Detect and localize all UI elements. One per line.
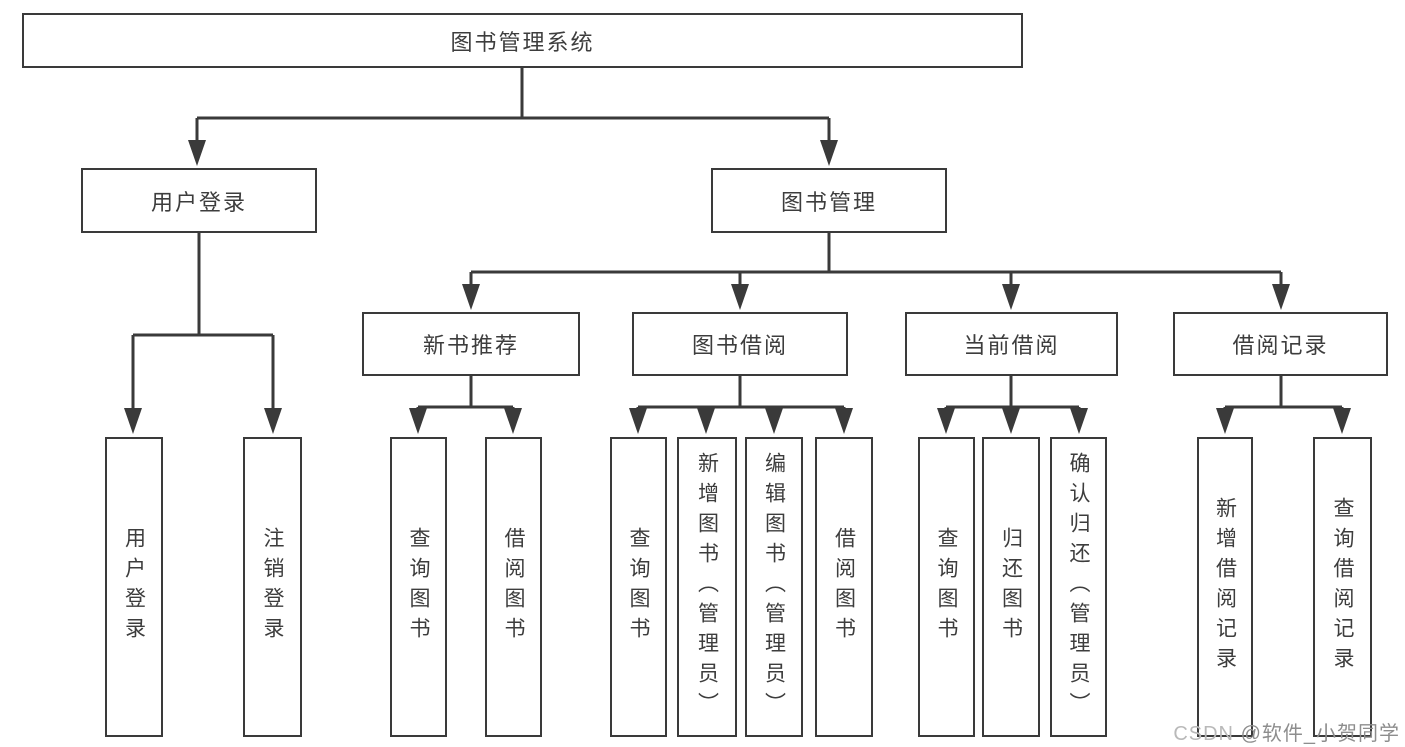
arrowhead-icon (835, 408, 853, 434)
node-label: 图书借阅 (691, 333, 788, 358)
node-label: 当前借阅 (963, 333, 1060, 358)
node-label: 图书管理 (780, 189, 877, 215)
node-label: 查询图书 (935, 527, 958, 647)
arrowhead-icon (820, 140, 838, 166)
node-label: 借阅记录 (1232, 333, 1329, 358)
arrowhead-icon (697, 408, 715, 434)
node-label: 新增图书（管理员） (695, 452, 719, 722)
watermark-author: @软件_小贺同学 (1240, 723, 1400, 745)
node-label: 归还图书 (999, 527, 1023, 647)
leaf-edit-books-admin: 编辑图书（管理员） (745, 437, 803, 737)
node-book-borrowing: 图书借阅 (632, 312, 848, 376)
node-new-book-recommendation: 新书推荐 (362, 312, 580, 376)
leaf-query-books-borrowing: 查询图书 (610, 437, 667, 737)
arrowhead-icon (629, 408, 647, 434)
leaf-user-login: 用户登录 (105, 437, 163, 737)
node-borrowing-records: 借阅记录 (1173, 312, 1388, 376)
arrowhead-icon (1070, 408, 1088, 434)
leaf-return-books: 归还图书 (982, 437, 1040, 737)
arrowhead-icon (1333, 408, 1351, 434)
arrowhead-icon (188, 140, 206, 166)
node-label: 用户登录 (122, 527, 146, 647)
node-label: 新增借阅记录 (1213, 497, 1237, 677)
node-label: 注销登录 (261, 527, 284, 647)
node-label: 借阅图书 (502, 527, 525, 647)
arrowhead-icon (1272, 284, 1290, 310)
arrowhead-icon (765, 408, 783, 434)
arrowhead-icon (504, 408, 522, 434)
arrowhead-icon (731, 284, 749, 310)
connector-lines (416, 376, 515, 410)
node-label: 新书推荐 (422, 333, 519, 358)
node-label: 查询图书 (407, 527, 430, 647)
node-current-borrowing: 当前借阅 (905, 312, 1118, 376)
leaf-query-borrow-record: 查询借阅记录 (1313, 437, 1372, 737)
connector-lines (636, 376, 846, 410)
node-library-system: 图书管理系统 (22, 13, 1023, 68)
node-label: 查询图书 (627, 527, 650, 647)
node-label: 用户登录 (150, 189, 247, 215)
arrowhead-icon (1002, 284, 1020, 310)
connector-lines (195, 68, 831, 140)
watermark: CSDN @软件_小贺同学 (1173, 717, 1400, 746)
arrowhead-icon (462, 284, 480, 310)
arrowhead-icon (124, 408, 142, 434)
node-label: 编辑图书（管理员） (762, 452, 786, 722)
node-label: 借阅图书 (832, 527, 856, 647)
arrowhead-icon (1216, 408, 1234, 434)
watermark-csdn: CSDN (1173, 723, 1241, 745)
leaf-confirm-return-admin: 确认归还（管理员） (1050, 437, 1107, 737)
connector-lines (131, 233, 275, 410)
leaf-logout-login: 注销登录 (243, 437, 302, 737)
arrowhead-icon (409, 408, 427, 434)
leaf-borrow-books-recommend: 借阅图书 (485, 437, 542, 737)
node-label: 查询借阅记录 (1331, 497, 1354, 677)
connector-lines (944, 376, 1081, 410)
node-label: 图书管理系统 (450, 29, 595, 55)
leaf-add-borrow-record: 新增借阅记录 (1197, 437, 1253, 737)
connector-lines (469, 233, 1283, 286)
node-book-management: 图书管理 (711, 168, 947, 233)
arrowhead-icon (937, 408, 955, 434)
node-label: 确认归还（管理员） (1067, 452, 1090, 722)
leaf-query-books-current: 查询图书 (918, 437, 975, 737)
leaf-add-books-admin: 新增图书（管理员） (677, 437, 737, 737)
leaf-query-books-recommend: 查询图书 (390, 437, 447, 737)
arrowhead-icon (1002, 408, 1020, 434)
leaf-borrow-books-borrowing: 借阅图书 (815, 437, 873, 737)
node-user-login: 用户登录 (81, 168, 317, 233)
connector-lines (1223, 376, 1344, 410)
arrowhead-icon (264, 408, 282, 434)
